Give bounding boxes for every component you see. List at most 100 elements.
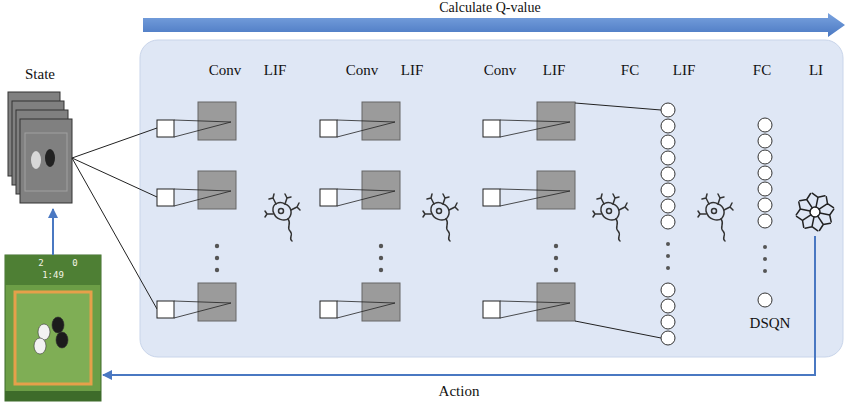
ellipsis-dot bbox=[666, 266, 670, 270]
kernel-line bbox=[500, 303, 570, 318]
ellipsis-dot bbox=[763, 257, 767, 261]
ellipsis-dot bbox=[666, 254, 670, 258]
state-stack: State bbox=[5, 62, 75, 207]
ellipsis-dot bbox=[763, 269, 767, 273]
kernel-square bbox=[483, 301, 500, 318]
fc-neuron bbox=[758, 182, 772, 196]
boxer-figure bbox=[38, 324, 50, 340]
kernel-line bbox=[500, 189, 570, 191]
game-topbar bbox=[5, 255, 101, 285]
kernel-line bbox=[337, 120, 395, 122]
kernel-square bbox=[320, 301, 337, 318]
kernel-line bbox=[500, 122, 570, 137]
dsqn-network: DSQN bbox=[140, 40, 843, 357]
boxer-figure bbox=[56, 332, 68, 348]
fc-neuron bbox=[661, 283, 675, 297]
boxer-figure bbox=[52, 317, 64, 333]
layer-label: Conv bbox=[346, 62, 379, 79]
fc-line bbox=[575, 321, 661, 338]
fc-neuron bbox=[758, 198, 772, 212]
score-text: 0 bbox=[72, 259, 77, 269]
layer-label: LIF bbox=[543, 62, 566, 79]
layer-label: LIF bbox=[401, 62, 424, 79]
kernel-square bbox=[320, 120, 337, 137]
fc-neuron bbox=[661, 315, 675, 329]
kernel-line bbox=[500, 301, 570, 303]
ellipsis-dot bbox=[554, 268, 558, 272]
network-panel bbox=[140, 40, 843, 357]
kernel-line bbox=[500, 191, 570, 206]
fc-neuron bbox=[758, 134, 772, 148]
kernel-line bbox=[174, 189, 231, 191]
layer-label: LI bbox=[809, 62, 823, 79]
ellipsis-dot bbox=[554, 256, 558, 260]
kernel-square bbox=[157, 301, 174, 318]
fc-neuron bbox=[661, 135, 675, 149]
ellipsis-dot bbox=[215, 256, 219, 260]
kernel-line bbox=[174, 122, 231, 137]
fc-neuron bbox=[661, 199, 675, 213]
frame-figure bbox=[45, 149, 55, 167]
fc-neuron bbox=[661, 103, 675, 117]
score-text: 1:49 bbox=[42, 271, 64, 281]
score-text: 2 bbox=[38, 259, 43, 269]
kernel-line bbox=[174, 120, 231, 122]
kernel-line bbox=[500, 120, 570, 122]
kernel-line bbox=[174, 303, 231, 318]
lif-neuron-icon bbox=[698, 194, 733, 241]
input-line bbox=[72, 158, 157, 309]
ellipsis-dot bbox=[215, 268, 219, 272]
kernel-square bbox=[483, 189, 500, 206]
ellipsis-dot bbox=[379, 268, 383, 272]
flow-arrow bbox=[103, 357, 815, 375]
fc-neuron bbox=[661, 299, 675, 313]
kernel-square bbox=[157, 189, 174, 206]
lif-neuron-icon bbox=[423, 194, 458, 241]
layer-label: LIF bbox=[673, 62, 696, 79]
layer-label: FC bbox=[621, 62, 639, 79]
kernel-line bbox=[337, 303, 395, 318]
fc-neuron bbox=[661, 167, 675, 181]
fc-neuron bbox=[758, 166, 772, 180]
edge-label: Action bbox=[439, 383, 480, 400]
frame-border bbox=[25, 133, 67, 191]
fc-neuron bbox=[661, 119, 675, 133]
fc-neuron bbox=[661, 151, 675, 165]
fc-neuron bbox=[758, 293, 772, 307]
fc-line bbox=[575, 103, 661, 110]
layer-label: Conv bbox=[484, 62, 517, 79]
state-frame bbox=[20, 119, 72, 203]
fc-neuron bbox=[758, 118, 772, 132]
layer-label: FC bbox=[753, 62, 771, 79]
li-neuron-icon bbox=[796, 193, 834, 231]
game-screenshot: 2 1:49 0 bbox=[5, 255, 101, 401]
network-label: DSQN bbox=[750, 315, 791, 332]
ellipsis-dot bbox=[554, 244, 558, 248]
lif-neuron-icon bbox=[265, 194, 300, 241]
ellipsis-dot bbox=[666, 242, 670, 246]
kernel-line bbox=[337, 122, 395, 137]
kernel-line bbox=[337, 301, 395, 303]
game-court bbox=[15, 292, 91, 384]
input-line bbox=[72, 158, 157, 197]
lif-neuron-icon bbox=[593, 194, 628, 241]
fc-neuron bbox=[758, 214, 772, 228]
kernel-square bbox=[320, 189, 337, 206]
flow-arrow bbox=[52, 209, 54, 255]
ellipsis-dot bbox=[379, 256, 383, 260]
kernel-line bbox=[174, 191, 231, 206]
kernel-square bbox=[483, 120, 500, 137]
flow-title: Calculate Q-value bbox=[439, 0, 540, 15]
frame-figure bbox=[31, 151, 41, 169]
layer-label: LIF bbox=[264, 62, 287, 79]
ellipsis-dot bbox=[379, 244, 383, 248]
fc-neuron bbox=[661, 331, 675, 345]
process-arrow-band bbox=[143, 13, 845, 37]
kernel-square bbox=[157, 120, 174, 137]
kernel-line bbox=[337, 189, 395, 191]
kernel-line bbox=[337, 191, 395, 206]
game-screen bbox=[5, 255, 101, 401]
